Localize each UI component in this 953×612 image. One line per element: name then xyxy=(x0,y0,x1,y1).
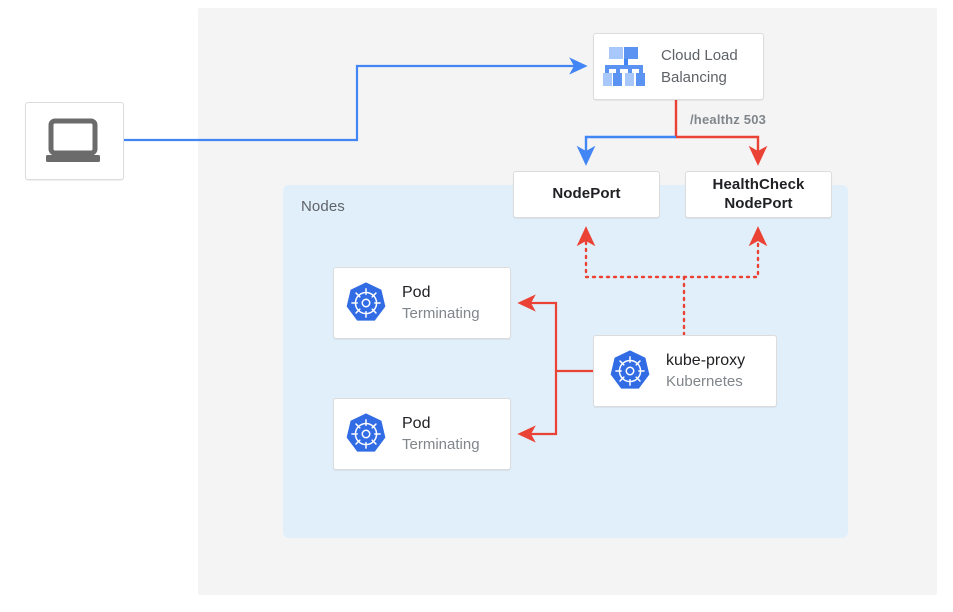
cloud-load-balancing-label: Cloud Load Balancing xyxy=(661,45,738,88)
nodes-region-label: Nodes xyxy=(301,198,345,215)
cloud-load-balancing-title-line1: Cloud Load xyxy=(661,47,738,65)
pod-node-1[interactable]: Pod Terminating xyxy=(333,267,511,339)
healthcheck-nodeport-line2: NodePort xyxy=(724,194,793,212)
healthcheck-nodeport-node[interactable]: HealthCheck NodePort xyxy=(685,171,832,218)
kube-proxy-node[interactable]: kube-proxy Kubernetes xyxy=(593,335,777,407)
healthz-edge-label: /healthz 503 xyxy=(690,112,767,127)
pod-node-2[interactable]: Pod Terminating xyxy=(333,398,511,470)
kubernetes-icon xyxy=(346,282,386,321)
healthcheck-nodeport-label: HealthCheck NodePort xyxy=(713,176,805,214)
nodeport-label: NodePort xyxy=(552,185,621,203)
pod-2-label: Pod Terminating xyxy=(402,414,480,454)
cloud-load-balancing-icon xyxy=(603,46,645,86)
pod-1-status: Terminating xyxy=(402,304,480,322)
kube-proxy-subtitle: Kubernetes xyxy=(666,372,743,390)
kubernetes-icon xyxy=(610,350,650,389)
kube-proxy-title: kube-proxy xyxy=(666,351,746,369)
cloud-load-balancing-title-line2: Balancing xyxy=(661,68,727,86)
kube-proxy-label: kube-proxy Kubernetes xyxy=(666,351,745,391)
cloud-load-balancing-node[interactable]: Cloud Load Balancing xyxy=(593,33,764,100)
nodeport-node[interactable]: NodePort xyxy=(513,171,660,218)
pod-1-title: Pod xyxy=(402,283,431,301)
kubernetes-icon xyxy=(346,413,386,452)
pod-1-label: Pod Terminating xyxy=(402,283,480,323)
pod-2-status: Terminating xyxy=(402,435,480,453)
healthcheck-nodeport-line1: HealthCheck xyxy=(712,175,805,193)
pod-2-title: Pod xyxy=(402,414,431,432)
laptop-icon xyxy=(45,118,100,162)
client-node[interactable] xyxy=(25,102,124,180)
